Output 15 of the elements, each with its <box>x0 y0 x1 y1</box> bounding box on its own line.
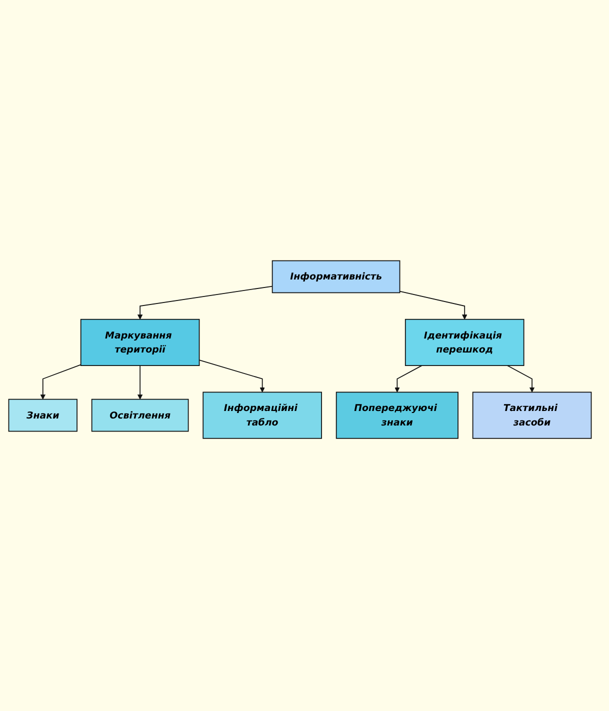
arrow <box>399 291 468 320</box>
node-box: Освітлення <box>91 399 189 432</box>
node-box: Маркування території <box>80 319 200 366</box>
node-box: Попереджуючі знаки <box>336 392 458 440</box>
node-box: Ідентифікація перешкод <box>404 319 524 366</box>
node-box: Тактильні засоби <box>472 392 592 440</box>
arrow <box>198 360 265 393</box>
arrow <box>137 366 143 400</box>
node-box: Знаки <box>8 399 78 432</box>
arrow <box>137 286 273 320</box>
node-box: Інформаційні табло <box>202 392 322 440</box>
arrow <box>40 364 82 400</box>
node-box: Інформативність <box>272 260 400 294</box>
arrow <box>394 366 422 393</box>
arrow <box>506 366 535 393</box>
